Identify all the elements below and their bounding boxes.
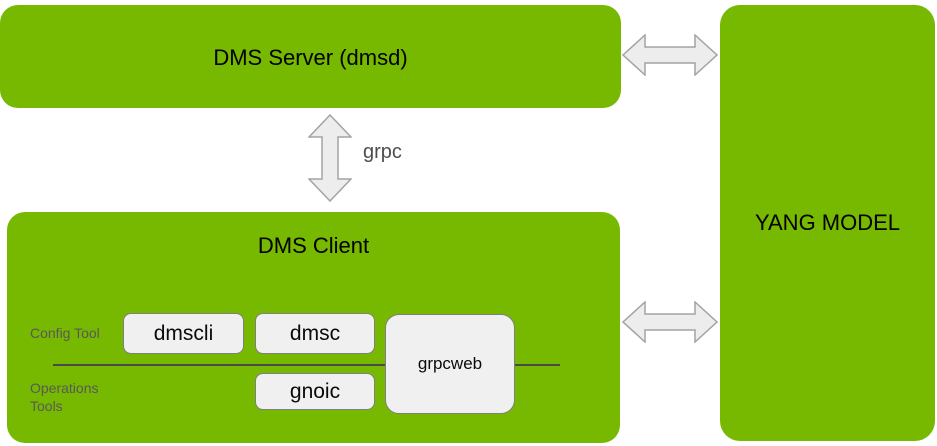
grpc-connection-label: grpc [363, 141, 402, 163]
double-arrow-horizontal-icon [622, 301, 718, 343]
double-arrow-vertical-icon [308, 114, 352, 202]
tool-grpcweb-label: grpcweb [417, 354, 483, 373]
tool-gnoic: gnoic [255, 373, 375, 410]
tool-grpcweb: grpcweb [385, 314, 515, 414]
tool-dmscli: dmscli [123, 313, 244, 354]
dms-client-node: DMS Client Config Tool Operations Tools … [7, 212, 620, 443]
dms-server-node: DMS Server (dmsd) [0, 5, 621, 108]
config-tool-row-label: Config Tool [30, 325, 100, 341]
tool-dmsc-label: dmsc [289, 321, 341, 345]
double-arrow-horizontal-icon [622, 34, 718, 76]
tool-dmscli-label: dmscli [153, 321, 214, 345]
row-separator-line [53, 364, 560, 366]
yang-model-label: YANG MODEL [754, 210, 901, 235]
dms-client-label: DMS Client [257, 233, 370, 258]
yang-model-node: YANG MODEL [720, 5, 935, 441]
operations-tools-row-label: Operations Tools [30, 380, 99, 414]
dms-server-label: DMS Server (dmsd) [213, 45, 408, 70]
tool-gnoic-label: gnoic [289, 379, 341, 403]
tool-dmsc: dmsc [255, 313, 375, 354]
